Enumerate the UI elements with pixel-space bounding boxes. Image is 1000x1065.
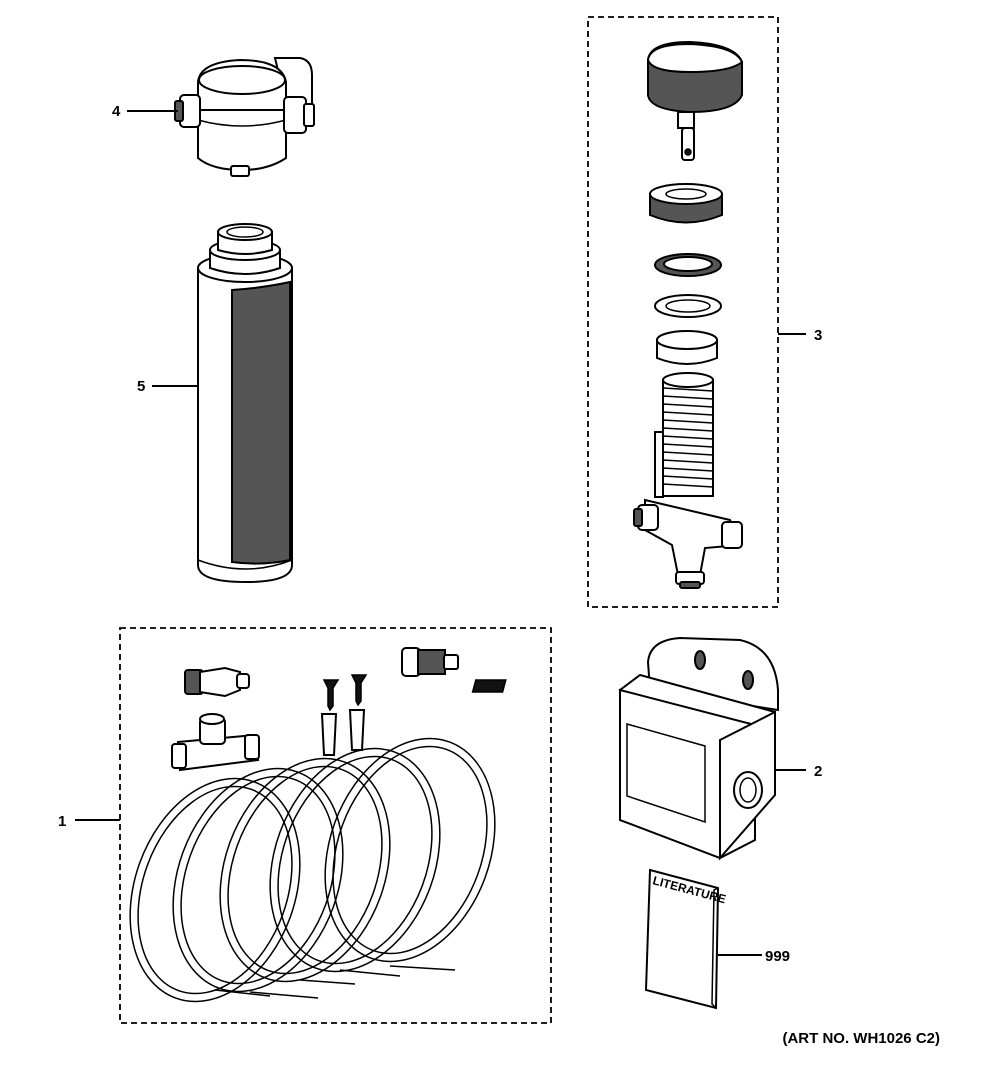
literature-part-999: LITERATURE [644,868,727,1010]
part-3-group-box [587,16,779,608]
mounting-box-part-2 [471,636,779,861]
callout-999: 999 [765,948,790,965]
art-number: (ART NO. WH1026 C2) [782,1030,940,1047]
callout-2: 2 [814,763,822,780]
part-1-group-box [119,627,552,1024]
faucet-assembly-part-3 [633,40,744,589]
callout-5: 5 [137,378,145,395]
installation-kit-part-1 [129,647,496,1003]
callout-4: 4 [112,103,121,120]
filter-head-part-4 [174,57,315,177]
callout-1: 1 [58,813,66,830]
callout-3: 3 [814,327,822,344]
filter-cartridge-part-5 [197,223,293,584]
